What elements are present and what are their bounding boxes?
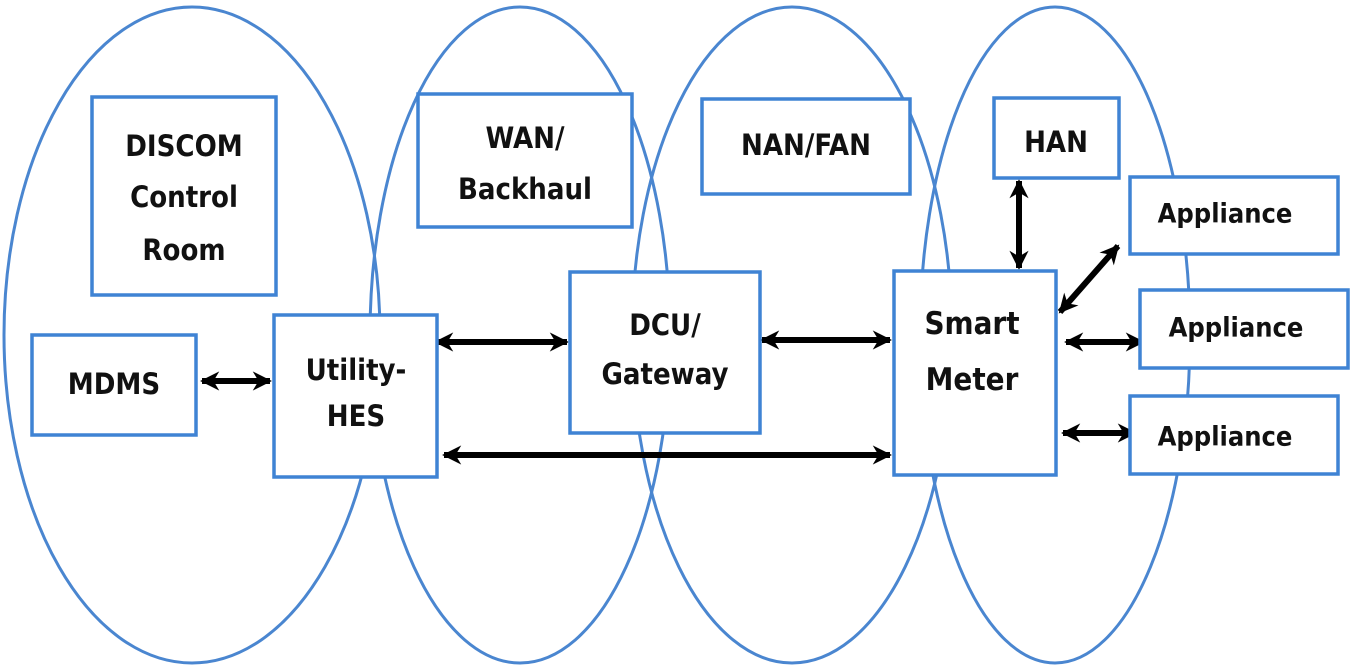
appliance-2-label: Appliance bbox=[1169, 313, 1304, 344]
discom-label-line-2: Control bbox=[130, 180, 238, 214]
discom-label-line-3: Room bbox=[142, 233, 225, 267]
arrow-meter-appliance-1 bbox=[1057, 244, 1121, 314]
box-wan-backhaul: WAN/ Backhaul bbox=[416, 92, 634, 229]
box-mdms: MDMS bbox=[30, 333, 198, 437]
box-appliance-3: Appliance bbox=[1128, 394, 1340, 476]
boxes: DISCOM Control Room WAN/ Backhaul NAN/FA… bbox=[30, 92, 1350, 479]
nan-label: NAN/FAN bbox=[741, 128, 871, 162]
wan-label-line-1: WAN/ bbox=[485, 121, 565, 155]
box-nan-fan: NAN/FAN bbox=[700, 97, 912, 196]
hes-label-line-2: HES bbox=[327, 399, 385, 433]
box-utility-hes: Utility- HES bbox=[272, 313, 439, 479]
dcu-label-line-2: Gateway bbox=[601, 357, 728, 391]
appliance-3-label: Appliance bbox=[1158, 422, 1293, 453]
box-dcu-gateway: DCU/ Gateway bbox=[568, 270, 762, 435]
box-discom-control-room: DISCOM Control Room bbox=[90, 95, 278, 297]
box-smart-meter: Smart Meter bbox=[892, 269, 1058, 477]
meter-label-line-2: Meter bbox=[926, 362, 1019, 398]
mdms-label: MDMS bbox=[68, 367, 160, 401]
box-han: HAN bbox=[992, 96, 1121, 180]
dcu-label-line-1: DCU/ bbox=[629, 308, 701, 342]
hes-label-line-1: Utility- bbox=[306, 353, 407, 387]
connections bbox=[200, 179, 1145, 465]
box-appliance-2: Appliance bbox=[1138, 288, 1350, 370]
box-appliance-1: Appliance bbox=[1128, 175, 1340, 256]
han-label: HAN bbox=[1024, 125, 1088, 159]
wan-label-line-2: Backhaul bbox=[458, 172, 592, 206]
discom-label-line-1: DISCOM bbox=[125, 129, 242, 163]
meter-label-line-1: Smart bbox=[924, 306, 1019, 342]
appliance-1-label: Appliance bbox=[1158, 199, 1293, 230]
